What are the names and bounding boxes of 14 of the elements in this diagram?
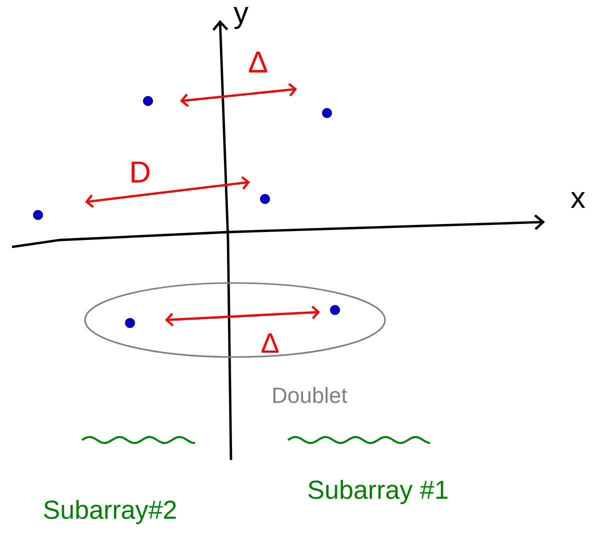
element-dot bbox=[322, 108, 332, 118]
axis-label: Subarray #1 bbox=[308, 480, 448, 504]
axis-label: D bbox=[132, 162, 150, 182]
element-dot bbox=[33, 210, 43, 220]
element-dot bbox=[143, 96, 153, 106]
element-dot bbox=[330, 305, 340, 315]
axis-label: y bbox=[234, 6, 248, 30]
axis-label: Δ bbox=[261, 333, 278, 353]
axis-label: Subarray#2 bbox=[44, 500, 176, 524]
node-label: Doublet bbox=[273, 386, 348, 404]
axis-label: x bbox=[570, 192, 586, 208]
element-dot bbox=[260, 194, 270, 204]
axis-label: Δ bbox=[248, 52, 268, 72]
element-dot bbox=[125, 318, 135, 328]
